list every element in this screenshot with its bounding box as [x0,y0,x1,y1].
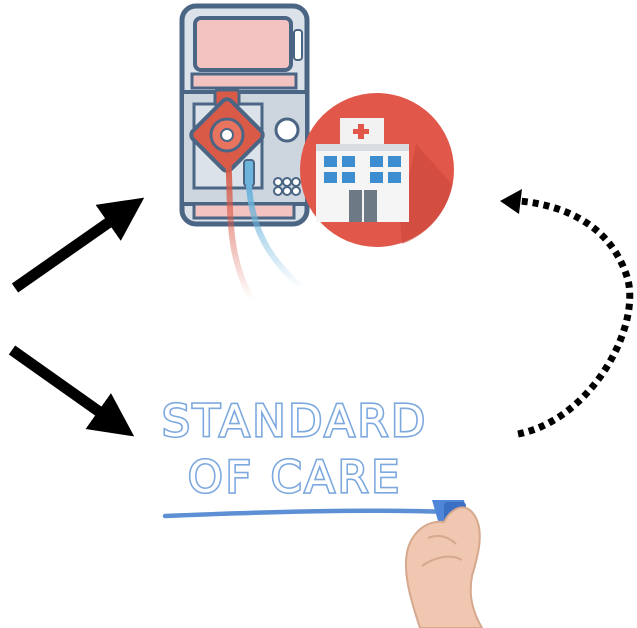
standard-of-care-line1: STANDARD [162,396,428,447]
underline-stroke [162,508,453,519]
hospital-icon [300,93,454,247]
standard-of-care-line2: OF CARE [188,452,402,503]
arrow-to-standard-of-care [8,345,135,437]
dotted-arrow-back-to-device [517,197,634,438]
arrow-to-device [11,197,145,293]
dialysis-machine-icon [179,3,310,303]
hand-with-marker-icon [404,500,484,628]
dotted-arrow-head [500,189,522,214]
